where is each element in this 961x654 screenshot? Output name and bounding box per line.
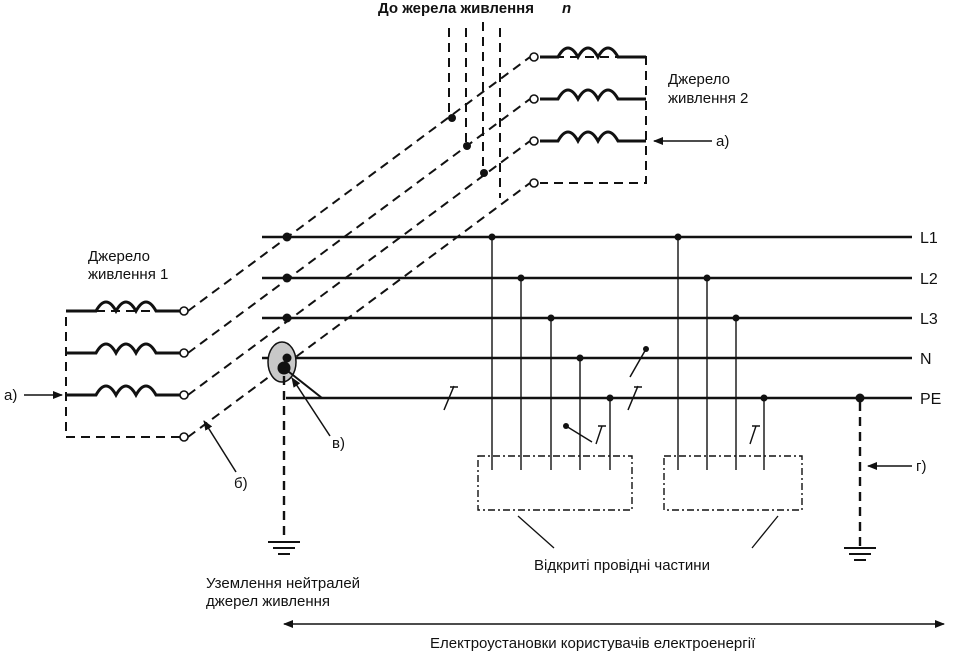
- ground-symbol-left: [268, 541, 300, 555]
- top-source-n-label: До жерела живлення n: [378, 0, 571, 17]
- consumer-1-wiring: [491, 237, 611, 470]
- top-source-label: До жерела живлення: [378, 0, 534, 17]
- marker-a-left: а): [4, 387, 17, 404]
- bus-label-l3: L3: [920, 311, 938, 328]
- marker-v-arrow: [291, 377, 331, 437]
- ground-symbol-right: [844, 547, 876, 561]
- source-1-coils: [66, 300, 180, 399]
- top-source-var: n: [562, 0, 571, 17]
- marker-a-right: а): [716, 133, 729, 150]
- installations-label: Електроустановки користувачів електроене…: [430, 635, 756, 652]
- bus-label-n: N: [920, 351, 932, 368]
- exposed-parts-label: Відкриті провідні частини: [534, 557, 710, 574]
- bus-bars: [262, 235, 912, 400]
- marker-b: б): [234, 475, 248, 492]
- source-n-lines: [448, 22, 501, 198]
- grounding-label-1: Уземлення нейтралей: [206, 575, 360, 592]
- source-1-label-1: Джерело: [88, 248, 150, 265]
- bus-label-l2: L2: [920, 271, 938, 288]
- grounding-label-2: джерел живлення: [206, 593, 330, 610]
- source-1: Джерело живлення 1 а): [4, 248, 189, 442]
- bus-label-pe: PE: [920, 391, 941, 408]
- consumer-1-dots: [488, 233, 614, 429]
- source-1-label-2: живлення 1: [88, 266, 168, 283]
- marker-v: в): [332, 435, 345, 452]
- bus-label-l1: L1: [920, 230, 938, 247]
- exposed-part-box-2: [663, 455, 803, 511]
- inter-source-connections: [187, 56, 531, 438]
- exposed-parts-pointers: [517, 515, 779, 549]
- marker-b-arrow: [203, 420, 237, 473]
- neutral-ground-node: [267, 341, 323, 399]
- exposed-part-box-1: [477, 455, 633, 511]
- consumer-2-wiring: [677, 237, 765, 470]
- source-2: Джерело живлення 2 а): [529, 46, 748, 188]
- neutral-ground-line: [268, 376, 300, 555]
- pe-ground: г): [844, 393, 926, 561]
- consumer-2-dots: [674, 233, 768, 402]
- source-2-label-1: Джерело: [668, 71, 730, 88]
- marker-g: г): [916, 458, 926, 475]
- source-2-label-2: живлення 2: [668, 90, 748, 107]
- source-2-coils: [540, 46, 646, 145]
- pe-marks: [443, 348, 647, 411]
